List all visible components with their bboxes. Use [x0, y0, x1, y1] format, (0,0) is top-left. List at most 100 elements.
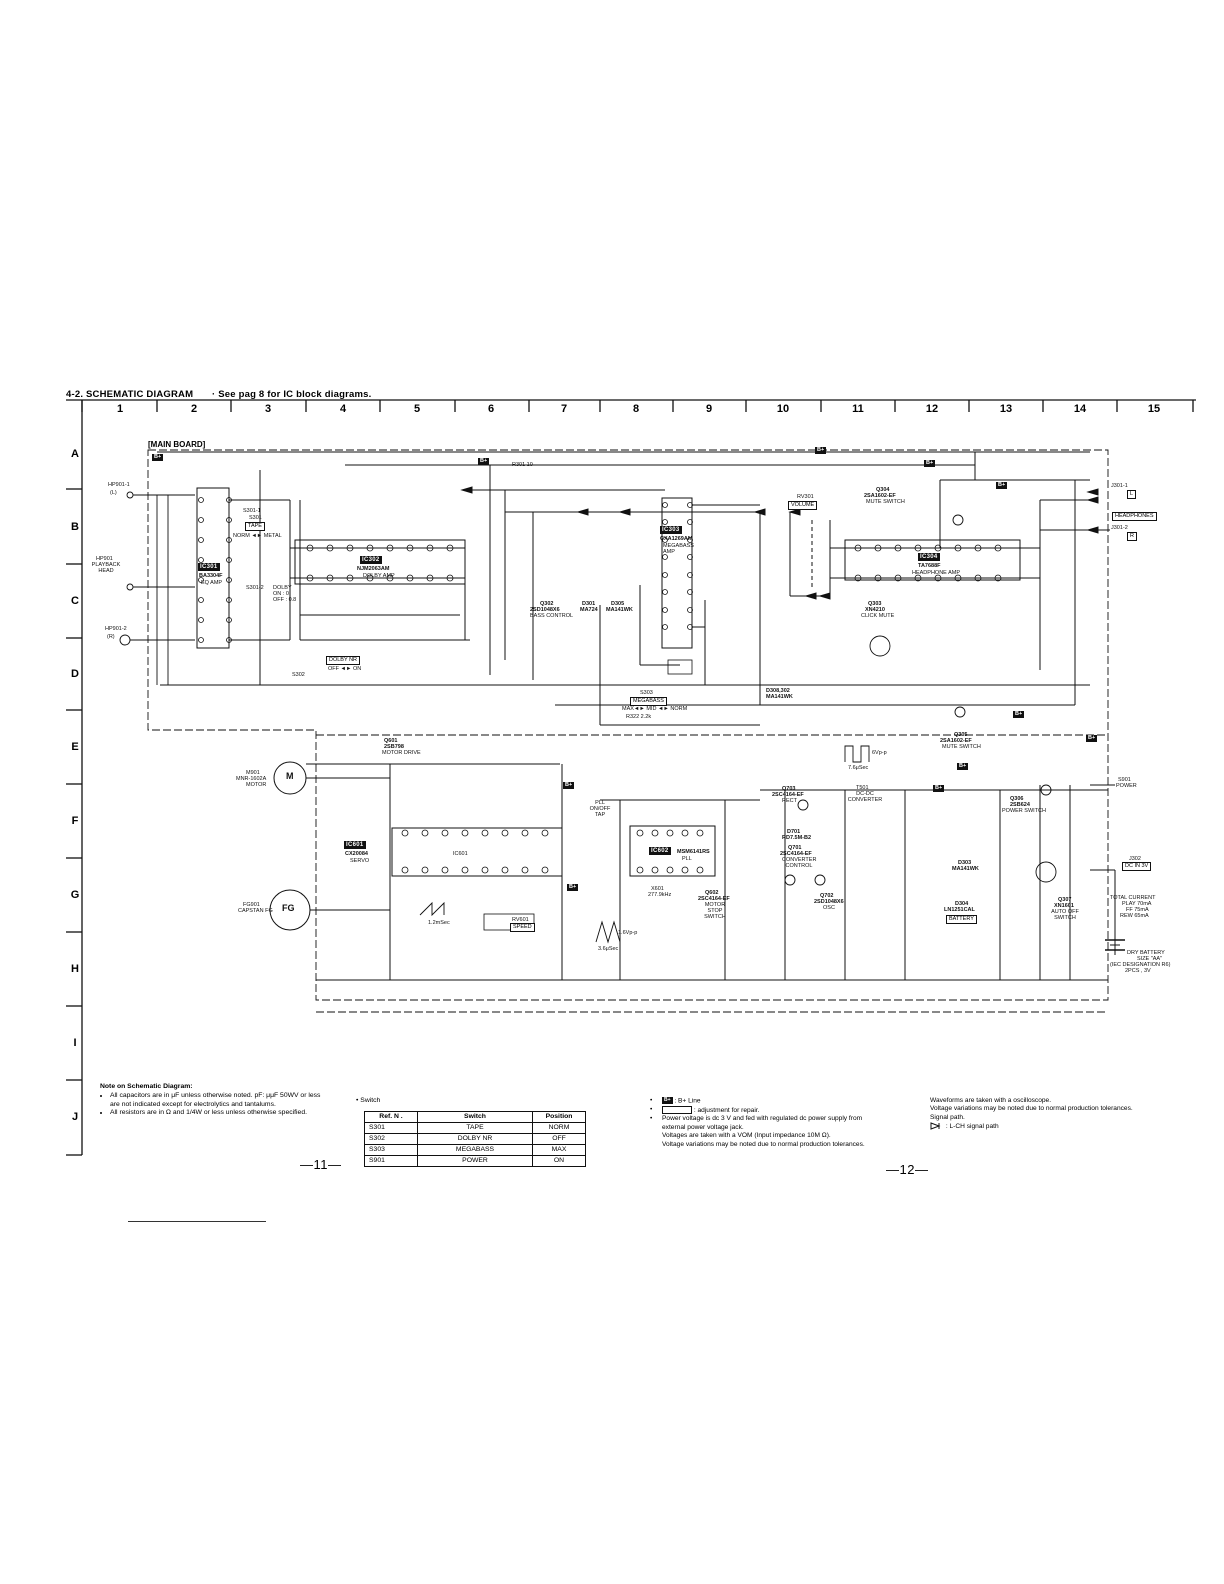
row-letter: E	[71, 741, 79, 753]
waveform-note-line: Waveforms are taken with a oscilloscope.	[930, 1097, 1052, 1104]
q304-func: MUTE SWITCH	[866, 499, 905, 505]
signal-path-text: : L-CH signal path	[945, 1122, 999, 1130]
legend-power-text: Power voltage is dc 3 V and fed with reg…	[662, 1115, 863, 1131]
s302-box: DOLBY NR	[326, 656, 361, 665]
legend-vom: Voltages are taken with a VOM (Input imp…	[648, 1132, 873, 1141]
notes-heading: Note on Schematic Diagram:	[100, 1083, 193, 1090]
legend-adjust-text: : adjustment for repair.	[693, 1106, 760, 1114]
title-note: · See pag 8 for IC block diagrams.	[212, 389, 372, 400]
q303-func: CLICK MUTE	[861, 613, 895, 619]
q701-label: Q701	[788, 845, 802, 851]
note-item: All resistors are in Ω and 1/4W or less …	[110, 1109, 330, 1117]
fg-symbol: FG	[282, 903, 295, 913]
legend-bplus-text: : B+ Line	[674, 1097, 701, 1105]
ic301-func: EQ AMP	[201, 580, 223, 586]
row-letter: A	[71, 448, 79, 460]
bplus-marker: B+	[924, 460, 936, 467]
q602-part: 2SC4164-EF	[698, 896, 730, 902]
bplus-marker: B+	[567, 884, 579, 891]
column-header: Ref. N .	[364, 1111, 418, 1123]
q305-func: MUTE SWITCH	[942, 744, 981, 750]
q703-label: Q703	[782, 786, 796, 792]
s301-box: TAPE	[245, 522, 265, 531]
q602-func: MOTOR STOP SWITCH	[704, 902, 726, 920]
s302-text: OFF ◄► ON	[328, 666, 362, 672]
row-letter: I	[73, 1037, 77, 1049]
play-current: PLAY 70mA	[1122, 901, 1152, 907]
column-number: 1	[116, 403, 124, 415]
column-number: 7	[560, 403, 568, 415]
table-cell: S303	[364, 1144, 418, 1156]
column-number: 8	[632, 403, 640, 415]
hp901-label: HP901	[96, 556, 113, 562]
column-number: 2	[190, 403, 198, 415]
table-header-row: Ref. N . Switch Position	[364, 1111, 586, 1123]
q601-func: MOTOR DRIVE	[382, 750, 421, 756]
table-row: S303 MEGABASS MAX	[364, 1144, 586, 1156]
table-row: S301 TAPE NORM	[364, 1122, 586, 1134]
q305-part: 2SA1602-EF	[940, 738, 972, 744]
column-number: 12	[925, 403, 939, 415]
bplus-marker: B+	[933, 785, 945, 792]
rv301-label: RV301	[797, 494, 814, 500]
bplus-marker: B+	[996, 482, 1008, 489]
ic301-label: IC301	[198, 563, 220, 571]
rv601-box: SPEED	[510, 923, 535, 932]
waveform-notes: Waveforms are taken with a oscilloscope.…	[930, 1097, 1155, 1131]
ic304-part: TA7688F	[918, 563, 941, 569]
ic601-func: SERVO	[350, 858, 370, 864]
rv301-box: VOLUME	[788, 501, 818, 510]
bplus-marker: B+	[815, 447, 827, 454]
switch-heading-text: Switch	[360, 1097, 381, 1104]
legend-vom-text: Voltages are taken with a VOM (Input imp…	[662, 1132, 831, 1140]
s301-text: NORM ◄► METAL	[233, 533, 282, 539]
ic303-func: MEGABASS AMP	[663, 543, 694, 555]
column-number: 13	[999, 403, 1013, 415]
ic602-label: IC602	[649, 847, 671, 855]
s301-2-label: S301-2	[246, 585, 264, 591]
rew-current: REW 65mA	[1120, 913, 1149, 919]
x601-label: X601	[651, 886, 664, 892]
d308-label: D308,302	[766, 688, 790, 694]
switch-heading: • Switch	[356, 1097, 381, 1104]
ic303-label: IC303	[660, 526, 682, 534]
t501-label: T501	[856, 785, 869, 791]
table-cell: ON	[532, 1155, 586, 1167]
table-cell: TAPE	[417, 1122, 533, 1134]
waveform1-period: 7.6μSec	[848, 765, 869, 771]
d304-label: D304	[955, 901, 969, 907]
waveform1-amplitude: 6Vp-p	[872, 750, 887, 756]
adjust-swatch	[662, 1105, 692, 1114]
column-number: 6	[487, 403, 495, 415]
q702-func: OSC	[823, 905, 835, 911]
ic302-part: NJM2063AM	[357, 566, 390, 572]
rv601-label: RV601	[512, 917, 529, 923]
notes-list: All capacitors are in μF unless otherwis…	[100, 1092, 330, 1117]
row-letter: J	[71, 1111, 79, 1123]
s901-label: S901	[1118, 777, 1131, 783]
row-letter: B	[71, 521, 79, 533]
page-number-right: —12—	[886, 1162, 929, 1177]
q602-label: Q602	[705, 890, 719, 896]
ic302-label: IC302	[360, 556, 382, 564]
s301-label: S301	[249, 515, 262, 521]
hp901-1-channel: (L)	[110, 490, 117, 496]
row-letter: D	[71, 668, 79, 680]
d304-box: BATTERY	[946, 915, 977, 924]
q702-label: Q702	[820, 893, 834, 899]
q702-part: 2SD1048X6	[814, 899, 844, 905]
q703-func: RECT	[782, 798, 797, 804]
column-number: 3	[264, 403, 272, 415]
ic602-part: MSM6141RS	[677, 849, 710, 855]
q701-part: 2SC4164-EF	[780, 851, 812, 857]
column-number: 4	[339, 403, 347, 415]
hp901-1-label: HP901-1	[108, 482, 130, 488]
q304-part: 2SA1602-EF	[864, 493, 896, 499]
ic301-part: BA3304F	[199, 573, 223, 579]
q304-label: Q304	[876, 487, 890, 493]
s302-status: DOLBY ON : 0 OFF : 0.8	[273, 585, 297, 603]
table-cell: MAX	[532, 1144, 586, 1156]
bplus-marker: B+	[1013, 711, 1025, 718]
q302-part: 2SD1048X6	[530, 607, 560, 613]
ic302-func: DOLBY AMP	[363, 573, 395, 579]
